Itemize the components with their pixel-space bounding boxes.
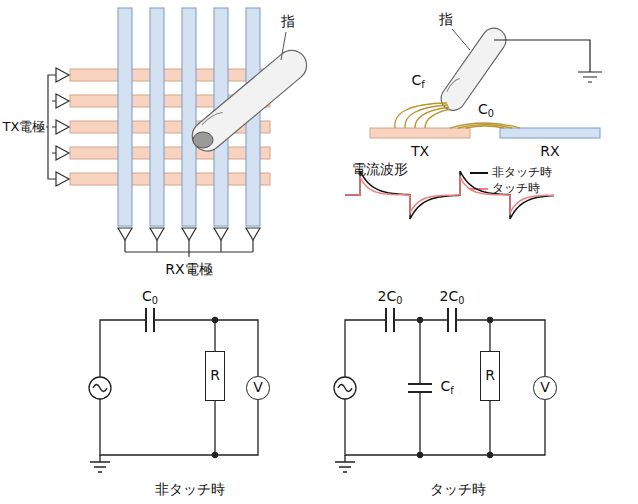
finger-label: 指: [439, 12, 453, 27]
node-label: TX: [411, 144, 429, 159]
finger-label: 指: [281, 14, 295, 29]
finger-detail: [370, 23, 602, 138]
tx-electrode: TX: [370, 128, 470, 138]
tx-drivers: [46, 68, 69, 186]
node-label: V: [253, 380, 263, 395]
capacitance-label: 2C0: [378, 289, 403, 306]
circuit-touched: [334, 308, 545, 472]
circuit-caption: 非タッチ時: [155, 482, 225, 497]
waveform-title: 電流波形: [352, 162, 408, 177]
voltmeter-symbol: V: [533, 376, 556, 399]
capacitance-label: Cf: [440, 379, 453, 396]
wave-touched: [345, 177, 554, 213]
node-label: R: [485, 368, 495, 383]
capacitance-label: 2C0: [440, 289, 465, 306]
rx-electrode: RX: [500, 128, 600, 138]
capacitance-label: C0: [142, 289, 158, 306]
rx-drivers: [118, 228, 260, 257]
resistor-symbol: R: [205, 351, 225, 401]
capacitance-label: C0: [478, 102, 494, 119]
circuit-caption: タッチ時: [430, 482, 486, 497]
legend-label: 非タッチ時: [492, 166, 552, 179]
resistor-symbol: R: [480, 351, 500, 401]
electrode-label: RX電極: [165, 262, 212, 277]
electrode-label: TX電極: [3, 120, 46, 134]
capacitance-label: Cf: [411, 73, 424, 90]
node-label: R: [210, 368, 220, 383]
finger: [186, 32, 313, 157]
voltmeter-symbol: V: [246, 376, 269, 399]
node-label: RX: [540, 144, 559, 159]
circuit-untouched: [89, 308, 258, 472]
node-label: V: [540, 380, 550, 395]
legend-label: タッチ時: [492, 182, 540, 195]
